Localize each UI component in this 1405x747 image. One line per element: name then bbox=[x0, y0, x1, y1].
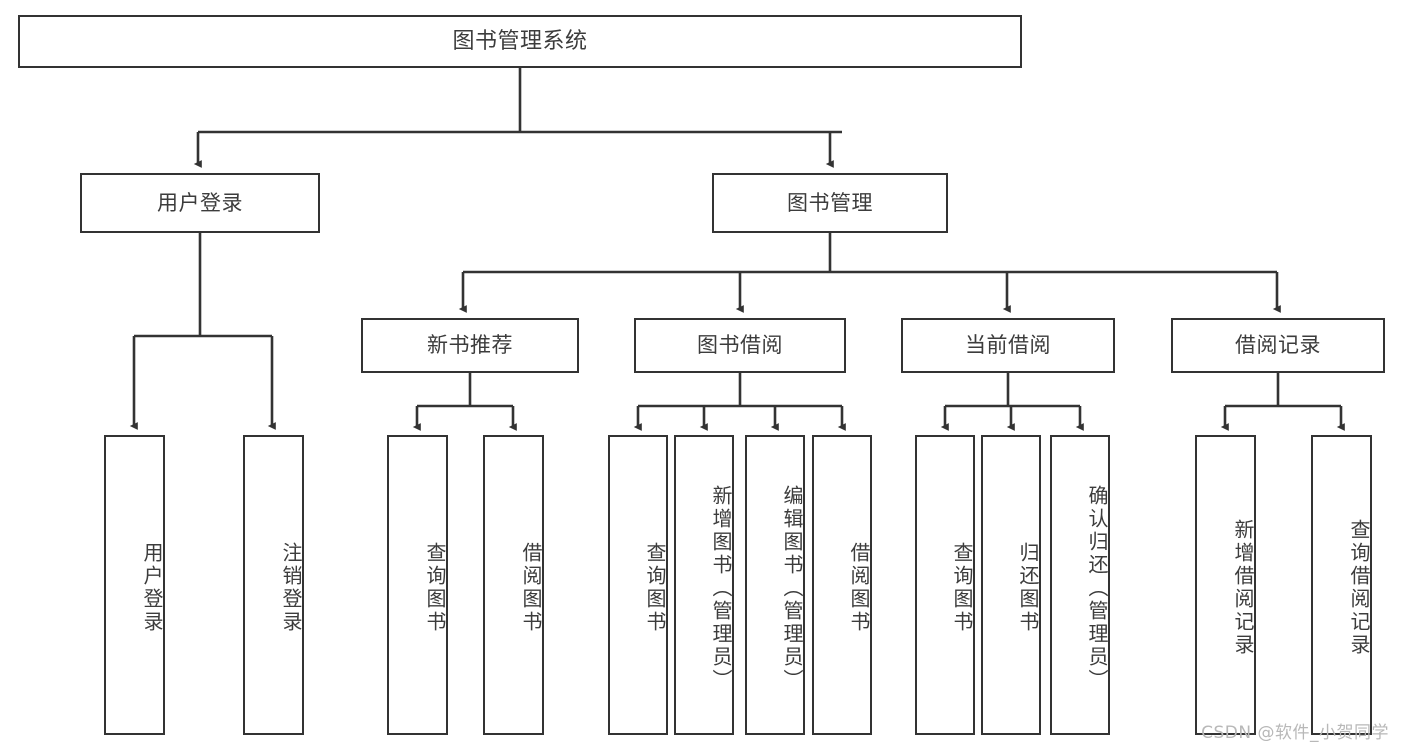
node-leaf-borrow-book-recommend[interactable]: 借阅图书 bbox=[483, 435, 544, 735]
node-leaf-borrow-book[interactable]: 借阅图书 bbox=[812, 435, 872, 735]
borrow-record-branch-lines bbox=[1220, 373, 1345, 431]
node-leaf-user-login[interactable]: 用户登录 bbox=[104, 435, 165, 735]
user-login-branch-lines bbox=[129, 233, 276, 430]
node-book-management[interactable]: 图书管理 bbox=[712, 173, 948, 233]
node-leaf-add-borrow-record[interactable]: 新增借阅记录 bbox=[1195, 435, 1256, 735]
node-new-book-recommend[interactable]: 新书推荐 bbox=[361, 318, 579, 373]
book-borrow-branch-lines bbox=[633, 373, 846, 431]
node-leaf-query-borrow-record[interactable]: 查询借阅记录 bbox=[1311, 435, 1372, 735]
node-current-borrow[interactable]: 当前借阅 bbox=[901, 318, 1115, 373]
node-user-login[interactable]: 用户登录 bbox=[80, 173, 320, 233]
node-book-borrow[interactable]: 图书借阅 bbox=[634, 318, 846, 373]
watermark-text: CSDN @软件_小贺同学 bbox=[1201, 723, 1389, 743]
node-leaf-return-book[interactable]: 归还图书 bbox=[981, 435, 1041, 735]
node-leaf-edit-book-admin[interactable]: 编辑图书（管理员） bbox=[745, 435, 805, 735]
book-management-branch-lines bbox=[458, 233, 1281, 313]
node-borrow-record[interactable]: 借阅记录 bbox=[1171, 318, 1385, 373]
node-root-system[interactable]: 图书管理系统 bbox=[18, 15, 1022, 68]
node-leaf-logout[interactable]: 注销登录 bbox=[243, 435, 304, 735]
node-leaf-query-book[interactable]: 查询图书 bbox=[608, 435, 668, 735]
node-leaf-query-book-current[interactable]: 查询图书 bbox=[915, 435, 975, 735]
node-leaf-query-book-recommend[interactable]: 查询图书 bbox=[387, 435, 448, 735]
root-to-level2-lines bbox=[193, 68, 842, 168]
current-borrow-branch-lines bbox=[940, 373, 1084, 431]
new-book-branch-lines bbox=[412, 373, 517, 431]
node-leaf-confirm-return-admin[interactable]: 确认归还（管理员） bbox=[1050, 435, 1110, 735]
node-leaf-add-book-admin[interactable]: 新增图书（管理员） bbox=[674, 435, 734, 735]
